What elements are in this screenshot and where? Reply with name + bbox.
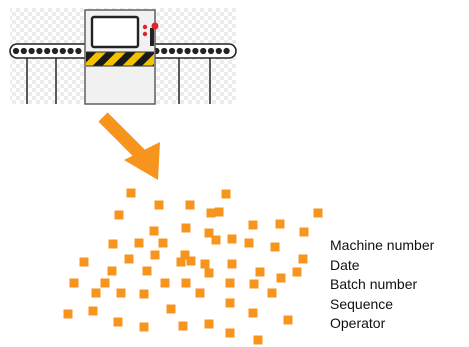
- product-unit: [299, 227, 309, 237]
- product-unit: [276, 273, 286, 283]
- product-unit: [186, 256, 196, 266]
- product-unit: [180, 250, 190, 260]
- conveyor-legs: [26, 57, 211, 104]
- product-unit: [108, 239, 118, 249]
- conveyor-roller: [67, 47, 74, 55]
- product-unit: [244, 238, 254, 248]
- product-unit: [204, 319, 214, 329]
- conveyor-roller: [75, 47, 82, 55]
- conveyor-roller: [184, 47, 191, 55]
- conveyor-roller: [192, 47, 199, 55]
- product-unit: [113, 317, 123, 327]
- down-right-arrow-icon: [98, 112, 160, 180]
- product-unit: [158, 238, 168, 248]
- product-unit: [214, 207, 224, 217]
- product-unit: [134, 238, 144, 248]
- product-unit: [225, 278, 235, 288]
- product-unit: [227, 259, 237, 269]
- conveyor-roller: [207, 47, 215, 55]
- product-unit: [248, 308, 258, 318]
- lever-knob: [151, 22, 159, 30]
- product-unit: [142, 266, 152, 276]
- product-unit: [178, 321, 188, 331]
- product-unit: [88, 306, 98, 316]
- conveyor-roller: [168, 47, 176, 55]
- product-unit: [270, 242, 280, 252]
- product-unit: [267, 288, 277, 298]
- product-unit: [249, 279, 259, 289]
- product-unit: [206, 208, 216, 218]
- product-unit: [225, 328, 235, 338]
- product-units: [63, 188, 323, 345]
- hazard-stripe: [86, 52, 154, 66]
- product-unit: [166, 304, 176, 314]
- conveyor-roller: [28, 47, 35, 55]
- product-unit: [126, 188, 136, 198]
- product-unit: [79, 257, 89, 267]
- product-unit: [221, 189, 231, 199]
- product-unit: [114, 210, 124, 220]
- product-unit: [149, 226, 159, 236]
- product-unit: [150, 250, 160, 260]
- indicator-light-top: [142, 24, 148, 30]
- product-unit: [107, 266, 117, 276]
- product-unit: [181, 278, 191, 288]
- attribute-list: Machine number Date Batch number Sequenc…: [330, 236, 434, 334]
- attribute-batch-number: Batch number: [330, 276, 418, 292]
- product-unit: [185, 200, 195, 210]
- product-unit: [275, 219, 285, 229]
- product-unit: [255, 267, 265, 277]
- attribute-operator: Operator: [330, 315, 386, 331]
- product-unit: [63, 309, 73, 319]
- product-unit: [139, 289, 149, 299]
- product-unit: [195, 288, 205, 298]
- product-unit: [124, 254, 134, 264]
- product-unit: [154, 200, 164, 210]
- product-unit: [283, 315, 293, 325]
- attribute-machine-number: Machine number: [330, 237, 435, 253]
- conveyor-roller: [223, 47, 230, 55]
- conveyor-roller: [44, 47, 51, 55]
- product-unit: [181, 223, 191, 233]
- product-unit: [248, 220, 258, 230]
- product-unit: [253, 335, 263, 345]
- product-unit: [204, 268, 214, 278]
- conveyor-roller: [59, 47, 66, 55]
- attribute-date: Date: [330, 256, 360, 273]
- product-unit: [298, 254, 308, 264]
- conveyor-roller: [12, 47, 20, 55]
- conveyor-roller: [215, 47, 222, 55]
- conveyor-roller: [161, 47, 168, 55]
- product-unit: [139, 322, 149, 332]
- conveyor-roller: [36, 47, 43, 55]
- indicator-light-bottom: [142, 31, 148, 37]
- conveyor-roller: [51, 47, 59, 55]
- product-unit: [313, 208, 323, 218]
- product-unit: [69, 278, 79, 288]
- product-unit: [204, 228, 214, 238]
- product-unit: [100, 278, 110, 288]
- machine-body: [84, 9, 159, 105]
- product-unit: [160, 278, 170, 288]
- machine-lever: [150, 28, 154, 46]
- product-unit: [91, 288, 101, 298]
- machine-screen: [90, 15, 140, 49]
- product-unit: [176, 257, 186, 267]
- conveyor-roller: [176, 47, 183, 55]
- product-unit: [116, 288, 126, 298]
- conveyor-roller: [20, 47, 27, 55]
- product-unit: [225, 298, 235, 308]
- product-unit: [200, 259, 210, 269]
- attribute-sequence: Sequence: [330, 295, 394, 312]
- conveyor-roller: [200, 47, 207, 55]
- product-unit: [227, 234, 237, 244]
- product-unit: [211, 235, 221, 245]
- product-unit: [292, 267, 302, 277]
- production-machine-icon: [9, 8, 237, 105]
